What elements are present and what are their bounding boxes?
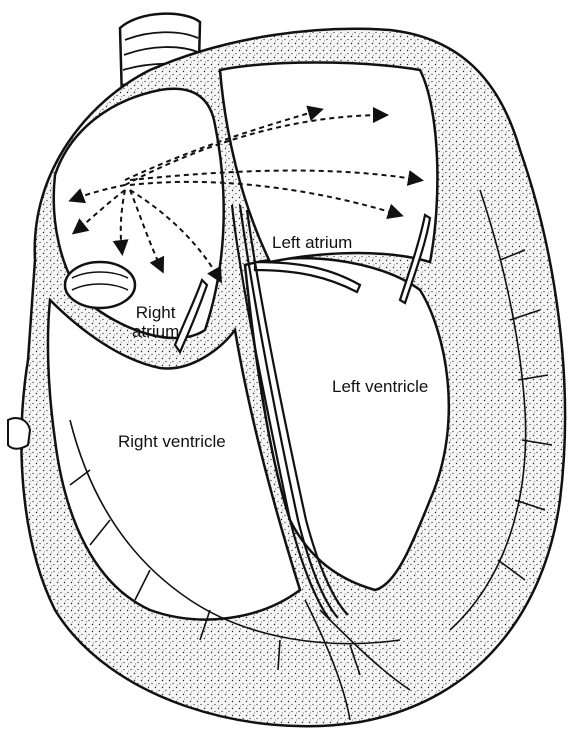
right-ventricle-label: Right ventricle: [118, 433, 226, 452]
left-ventricle-label: Left ventricle: [332, 378, 428, 397]
right-atrium-label: Right atrium: [132, 304, 179, 341]
coronary-sinus-opening: [65, 262, 135, 308]
left-atrium-label: Left atrium: [272, 234, 352, 253]
left-vessel-stub: [8, 418, 30, 449]
